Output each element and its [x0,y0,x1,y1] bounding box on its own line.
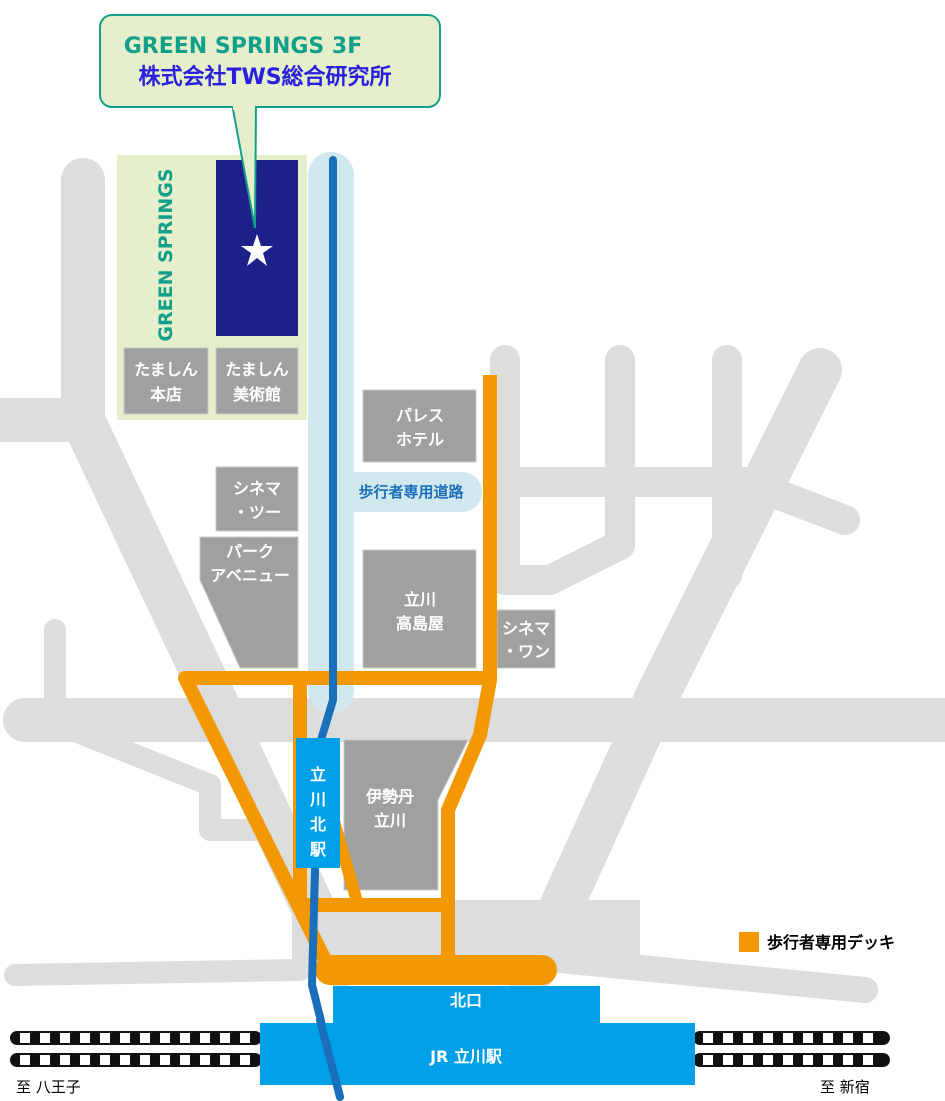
rail-tie [823,1055,833,1065]
rail-tie [703,1055,713,1065]
rail-tie [240,1055,250,1065]
building-palace-hotel[interactable]: パレス ホテル [362,389,477,463]
monorail-line-lower [316,1016,344,1101]
svg-text:本店: 本店 [150,385,182,404]
building-tamashin-museum[interactable]: たましん 美術館 [215,347,299,415]
rail-tie [100,1033,110,1043]
rail-tie [160,1033,170,1043]
svg-text:立川: 立川 [374,811,406,830]
station-name: JR 立川駅 [429,1047,503,1066]
svg-text:・ツー: ・ツー [233,503,281,522]
rail-tie [723,1033,733,1043]
rail-tie [180,1033,190,1043]
rail-tie [40,1033,50,1043]
building-cinema-two[interactable]: シネマ ・ツー [215,466,299,532]
location-callout: GREEN SPRINGS 3F 株式会社TWS総合研究所 [99,14,441,229]
rail-tie [160,1055,170,1065]
deck-legend-swatch [739,932,759,952]
rail-tie [20,1033,30,1043]
rail-tie [843,1033,853,1043]
rail-tie [120,1033,130,1043]
rail-tie [863,1055,873,1065]
rail-tie [763,1033,773,1043]
rail-tie [220,1033,230,1043]
rail-tie [783,1055,793,1065]
rail-tie [743,1055,753,1065]
green-springs-label: GREEN SPRINGS [155,168,177,341]
rail-tie [80,1055,90,1065]
rail-tie [20,1055,30,1065]
svg-text:シネマ: シネマ [233,479,281,498]
legend: 歩行者専用デッキ [739,932,895,952]
rail-tie [783,1033,793,1043]
rail-tie [100,1055,110,1065]
rail-tracks [10,1031,890,1067]
svg-text:高島屋: 高島屋 [396,614,444,633]
building-park-avenue[interactable]: パーク アベニュー [199,536,299,669]
rail-tie [843,1055,853,1065]
rail-tie [40,1055,50,1065]
rail-tie [703,1033,713,1043]
building-cinema-one[interactable]: シネマ ・ワン [496,609,556,669]
svg-text:伊勢丹: 伊勢丹 [365,787,414,806]
building-takashimaya[interactable]: 立川 高島屋 [362,549,477,669]
rail-tie [743,1033,753,1043]
direction-hachioji: 至 八王子 [16,1078,81,1096]
svg-text:立川: 立川 [404,590,436,609]
north-exit-label: 北口 [450,991,482,1010]
svg-text:パレス: パレス [396,406,444,425]
rail-tie [60,1055,70,1065]
svg-text:ホテル: ホテル [396,430,444,449]
svg-text:シネマ: シネマ [502,619,550,638]
rail-tie [763,1055,773,1065]
rail-tie [140,1033,150,1043]
callout-building: GREEN SPRINGS 3F [124,34,363,59]
svg-text:たましん: たましん [134,360,198,379]
rail-tie [220,1055,230,1065]
svg-text:アベニュー: アベニュー [210,566,290,585]
direction-shinjuku: 至 新宿 [820,1078,870,1096]
rail-tie [863,1033,873,1043]
rail-tie [140,1055,150,1065]
rail-tie [200,1033,210,1043]
rail-tie [120,1055,130,1065]
tachikawa-kita-station[interactable]: 立 川 北 駅 [296,738,340,868]
legend-deck-label: 歩行者専用デッキ [767,933,895,952]
svg-text:北: 北 [310,815,326,834]
rail-tie [803,1033,813,1043]
rail-tie [240,1033,250,1043]
building-isetan[interactable]: 伊勢丹 立川 [343,739,469,891]
svg-text:たましん: たましん [225,360,289,379]
svg-text:美術館: 美術館 [233,385,281,404]
rail-tie [200,1055,210,1065]
svg-text:パーク: パーク [226,542,274,561]
svg-text:・ワン: ・ワン [502,642,550,661]
svg-text:駅: 駅 [309,840,327,859]
star-icon [241,234,273,266]
rail-tie [823,1033,833,1043]
svg-text:立: 立 [310,765,326,784]
rail-tie [180,1055,190,1065]
pedestrian-road-label: 歩行者専用道路 [358,483,464,501]
rail-tie [80,1033,90,1043]
rail-tie [723,1055,733,1065]
rail-tie [60,1033,70,1043]
callout-company: 株式会社TWS総合研究所 [138,64,391,90]
building-tamashin-honten[interactable]: たましん 本店 [123,347,209,415]
svg-text:川: 川 [309,790,326,809]
rail-tie [803,1055,813,1065]
